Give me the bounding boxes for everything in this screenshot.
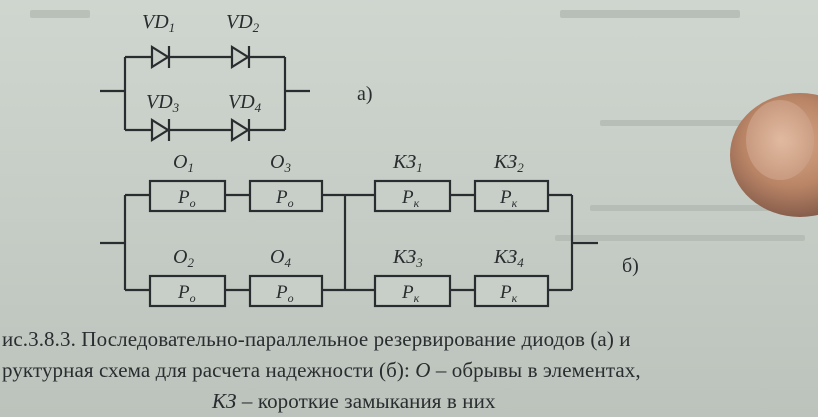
box-o2-text: Po [177,282,196,305]
box-o4 [248,274,324,308]
label-vd3: VD3 [146,91,180,115]
diode-vd1 [150,45,171,69]
box-kz2-text: Pк [499,187,518,210]
diode-vd4 [230,118,251,142]
box-kz4 [473,274,550,308]
caption-line-3-em: КЗ [212,389,237,413]
caption-line-2-prefix: руктурная схема для расчета надежности (… [2,358,416,382]
label-kz3: КЗ3 [392,246,423,270]
box-kz4-text: Pк [499,282,518,305]
panel-tag-b: б) [622,255,639,277]
box-o1 [148,179,227,213]
diode-vd3 [150,118,171,142]
box-o4-text: Po [275,282,294,305]
panel-tag-a: а) [357,83,373,105]
label-kz1: КЗ1 [392,151,423,175]
diagram-a [100,45,310,142]
box-o1-text: Po [177,187,196,210]
caption-line-1: ис.3.8.3. Последовательно-параллельное р… [2,327,631,351]
box-kz1 [373,179,452,213]
label-o1: O1 [173,151,194,175]
label-kz2: КЗ2 [493,151,524,175]
caption-line-3-suffix: – короткие замыкания в них [236,389,496,413]
diode-vd2 [230,45,251,69]
label-vd2: VD2 [226,11,260,35]
label-kz4: КЗ4 [493,246,524,270]
box-o3 [248,179,324,213]
box-kz1-text: Pк [401,187,420,210]
label-vd4: VD4 [228,91,262,115]
box-o2 [148,274,227,308]
label-vd1: VD1 [142,11,175,35]
finger-shadow [730,93,818,217]
label-o4: O4 [270,246,291,270]
box-kz3 [373,274,452,308]
box-kz3-text: Pк [401,282,420,305]
box-o3-text: Po [275,187,294,210]
diagram-b-wiring [100,193,598,292]
caption-line-2: руктурная схема для расчета надежности (… [2,358,641,383]
diagram-b-boxes [148,179,550,308]
label-o3: O3 [270,151,291,175]
caption-line-2-em: О [415,358,431,382]
box-kz2 [473,179,550,213]
caption-line-3: КЗ – короткие замыкания в них [212,389,496,414]
caption-line-2-suffix: – обрывы в элементах, [430,358,641,382]
label-o2: O2 [173,246,194,270]
